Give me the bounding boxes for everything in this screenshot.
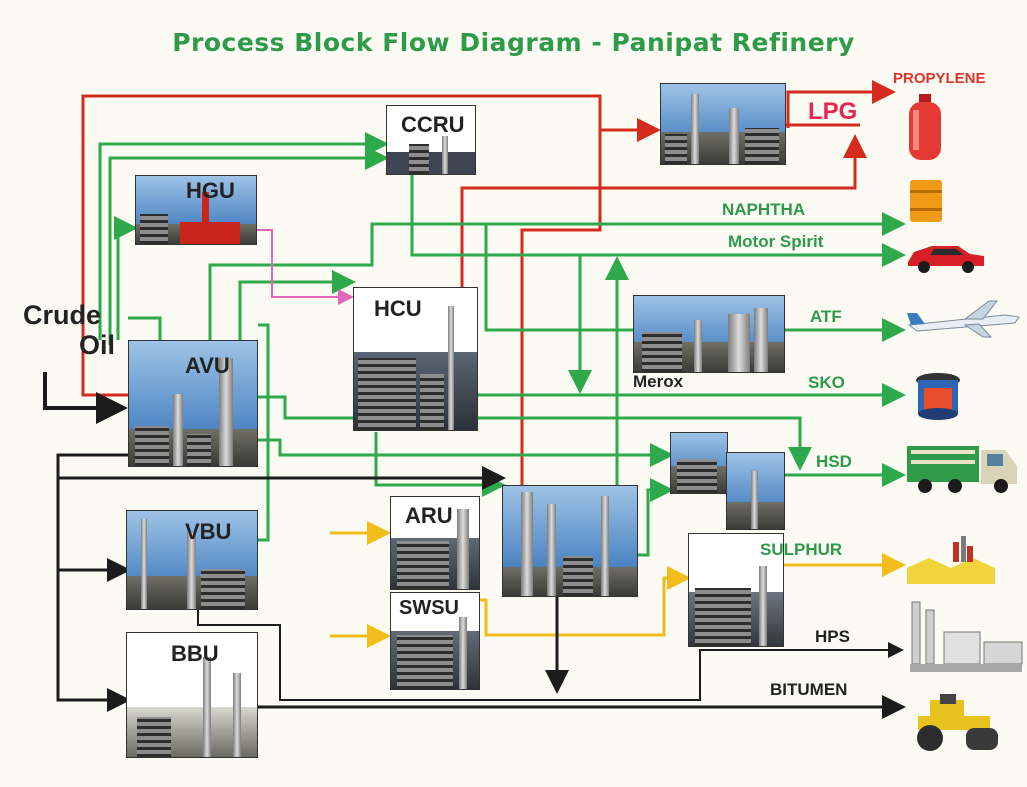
- unit-hcu: HCU: [353, 287, 478, 431]
- unit-dhds: [670, 432, 728, 494]
- product-naphtha-label: NAPHTHA: [722, 200, 806, 219]
- product-lpg-label: LPG: [808, 98, 858, 125]
- unit-vbu: VBU: [126, 510, 258, 610]
- product-motor-spirit-label: Motor Spirit: [728, 232, 824, 251]
- flow-lpg-crude-loop: [81, 94, 661, 397]
- unit-avu: AVU: [128, 340, 258, 467]
- lpg-cylinder-icon: [909, 94, 941, 160]
- flow-to-dhds: [636, 478, 674, 557]
- unit-aru-label: ARU: [405, 503, 453, 528]
- unit-ccru-label: CCRU: [401, 112, 465, 137]
- unit-hcu-label: HCU: [374, 296, 422, 321]
- unit-ccru: CCRU: [386, 105, 476, 175]
- unit-hgu-label: HGU: [186, 178, 235, 203]
- unit-bbu-label: BBU: [171, 641, 219, 666]
- crude-oil-label: Crude Oil: [23, 300, 115, 360]
- product-sulphur-label: SULPHUR: [760, 540, 843, 559]
- flow-avu-black-bus: [56, 453, 131, 712]
- unit-aru: ARU: [390, 496, 480, 590]
- airplane-icon: [907, 300, 1020, 338]
- unit-ffu: [660, 83, 786, 165]
- flow-hydrogen: [255, 229, 354, 305]
- flow-avu-hgu: [114, 216, 138, 340]
- kerosene-stove-icon: [916, 373, 960, 420]
- diagram-title: Process Block Flow Diagram - Panipat Ref…: [172, 28, 855, 57]
- unit-merox: [633, 295, 785, 373]
- unit-swsu-label: SWSU: [399, 597, 459, 619]
- product-hsd-label: HSD: [816, 452, 852, 471]
- unit-dhds-2: [726, 452, 785, 530]
- flow-avu-left: [128, 316, 162, 340]
- car-icon: [908, 246, 984, 273]
- product-sko-label: SKO: [808, 373, 845, 392]
- flow-lpg-hcu: [460, 134, 867, 290]
- unit-sru: [688, 533, 784, 647]
- truck-icon: [907, 446, 1017, 493]
- unit-hgu: HGU: [135, 175, 257, 245]
- unit-bbu: BBU: [126, 632, 258, 758]
- naphtha-drum-icon: [910, 180, 942, 222]
- unit-merox-label: Merox: [633, 372, 684, 391]
- power-plant-icon: [910, 601, 1023, 672]
- flow-hsd: [258, 395, 812, 471]
- flow-crude-in: [43, 372, 128, 424]
- flow-sru-in: [478, 566, 691, 637]
- flow-propylene: [786, 80, 896, 128]
- unit-center: [502, 485, 638, 597]
- flow-red-riser: [520, 130, 602, 485]
- flow-avu-ccru-1: [98, 132, 389, 340]
- unit-swsu: SWSU: [390, 592, 480, 690]
- flow-avu-dhds: [258, 438, 674, 467]
- crude-label-line1: Crude: [23, 300, 102, 330]
- flow-avu-ccru-2: [108, 146, 389, 345]
- product-atf-label: ATF: [810, 307, 842, 326]
- product-hps-label: HPS: [815, 627, 850, 646]
- flow-naphtha: [208, 212, 906, 340]
- flow-avu-hcu: [238, 270, 356, 340]
- crude-label-line2: Oil: [79, 330, 116, 360]
- flow-motor-spirit: [410, 172, 906, 267]
- road-roller-icon: [917, 694, 998, 751]
- flow-hps: [197, 608, 904, 701]
- flow-hcu-aru: [374, 432, 506, 497]
- product-propylene-label: PROPYLENE: [893, 70, 986, 87]
- unit-vbu-label: VBU: [185, 519, 232, 544]
- unit-avu-label: AVU: [185, 353, 230, 378]
- product-bitumen-label: BITUMEN: [770, 680, 848, 699]
- sulphur-pile-icon: [907, 536, 995, 584]
- flow-vbu-avu: [258, 323, 270, 542]
